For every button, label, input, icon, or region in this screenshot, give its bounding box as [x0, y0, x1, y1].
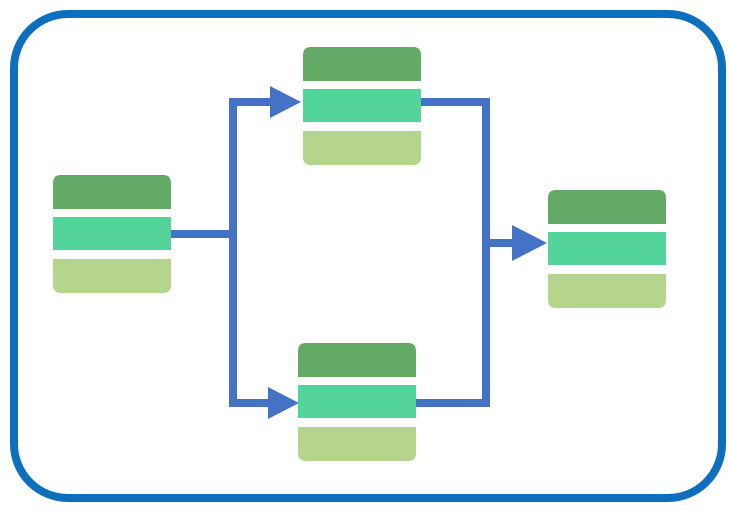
node-bottom-stripe — [53, 259, 171, 293]
edge-upper-to-target — [421, 98, 490, 243]
arrowhead-to-lower — [268, 387, 299, 419]
node-lower — [298, 343, 416, 461]
node-upper — [303, 47, 421, 165]
node-bottom-stripe — [548, 274, 666, 308]
node-middle-stripe — [548, 232, 666, 265]
edge-source-to-upper — [229, 98, 272, 234]
node-middle-stripe — [53, 217, 171, 250]
arrowhead-to-upper — [270, 86, 301, 118]
node-top-stripe — [548, 190, 666, 224]
arrowhead-to-target — [512, 225, 547, 261]
node-middle-stripe — [298, 385, 416, 418]
node-bottom-stripe — [298, 427, 416, 461]
edge-source-to-lower — [229, 234, 270, 407]
node-middle-stripe — [303, 89, 421, 122]
node-target — [548, 190, 666, 308]
edge-lower-to-target — [416, 243, 490, 407]
node-top-stripe — [53, 175, 171, 209]
node-top-stripe — [303, 47, 421, 81]
node-top-stripe — [298, 343, 416, 377]
node-source — [53, 175, 171, 293]
node-bottom-stripe — [303, 131, 421, 165]
